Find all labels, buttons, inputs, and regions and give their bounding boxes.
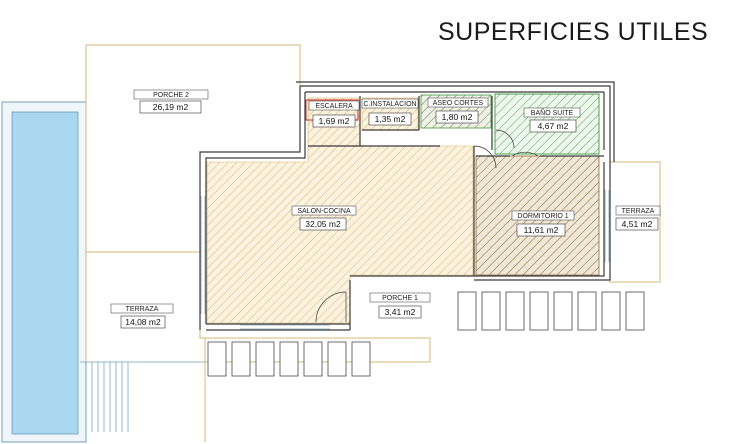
room-escalera: ESCALERA 1,69 m2 <box>308 100 360 128</box>
room-fill-salon-cocina <box>206 145 474 324</box>
room-porche1: PORCHE 1 3,41 m2 <box>369 292 431 319</box>
room-area-terraza-left: 14,08 m2 <box>125 317 161 327</box>
room-name-salon-cocina: SALON-COCINA <box>297 208 351 215</box>
room-name-c-instalacion: C.INSTALACION <box>363 101 416 108</box>
room-name-porche1: PORCHE 1 <box>382 295 418 302</box>
room-area-salon-cocina: 32,05 m2 <box>305 219 341 229</box>
room-name-dormitorio-1: DORMITORIO 1 <box>517 213 568 220</box>
page-title: SUPERFICIES UTILES <box>438 18 709 46</box>
room-c-instalacion: C.INSTALACION 1,35 m2 <box>361 98 419 126</box>
room-labels: PORCHE 2 26,19 m2 ESCALERA 1,69 m2 C.INS… <box>110 89 661 329</box>
room-aseo-cortes: ASEO CORTES 1,80 m2 <box>427 97 489 124</box>
room-area-porche2: 26,19 m2 <box>153 102 189 112</box>
room-bano-suite: BAÑO SUITE 4,67 m2 <box>523 107 581 133</box>
sun-loungers <box>207 291 645 377</box>
room-dormitorio-1: DORMITORIO 1 11,61 m2 <box>511 210 575 237</box>
room-name-escalera: ESCALERA <box>315 103 353 110</box>
room-name-terraza-right: TERRAZA <box>622 208 655 215</box>
room-name-porche2: PORCHE 2 <box>153 92 189 99</box>
room-terraza-left: TERRAZA 14,08 m2 <box>110 303 174 329</box>
room-area-aseo-cortes: 1,80 m2 <box>442 112 473 122</box>
room-name-bano-suite: BAÑO SUITE <box>531 108 574 117</box>
room-area-bano-suite: 4,67 m2 <box>538 121 569 131</box>
room-porche2: PORCHE 2 26,19 m2 <box>133 89 209 114</box>
room-salon-cocina: SALON-COCINA 32,05 m2 <box>291 205 357 231</box>
walls <box>199 81 615 331</box>
door-swings <box>315 129 539 323</box>
room-name-aseo-cortes: ASEO CORTES <box>433 100 484 107</box>
room-area-escalera: 1,69 m2 <box>319 116 350 126</box>
room-area-porche1: 3,41 m2 <box>385 307 416 317</box>
room-area-c-instalacion: 1,35 m2 <box>375 114 406 124</box>
room-name-terraza-left: TERRAZA <box>126 306 159 313</box>
room-area-dormitorio-1: 11,61 m2 <box>524 225 559 235</box>
pool <box>1 101 206 443</box>
windows <box>200 190 610 330</box>
room-terraza-right: TERRAZA 4,51 m2 <box>615 205 661 231</box>
room-area-terraza-right: 4,51 m2 <box>622 219 653 229</box>
pool-steps <box>80 361 205 432</box>
